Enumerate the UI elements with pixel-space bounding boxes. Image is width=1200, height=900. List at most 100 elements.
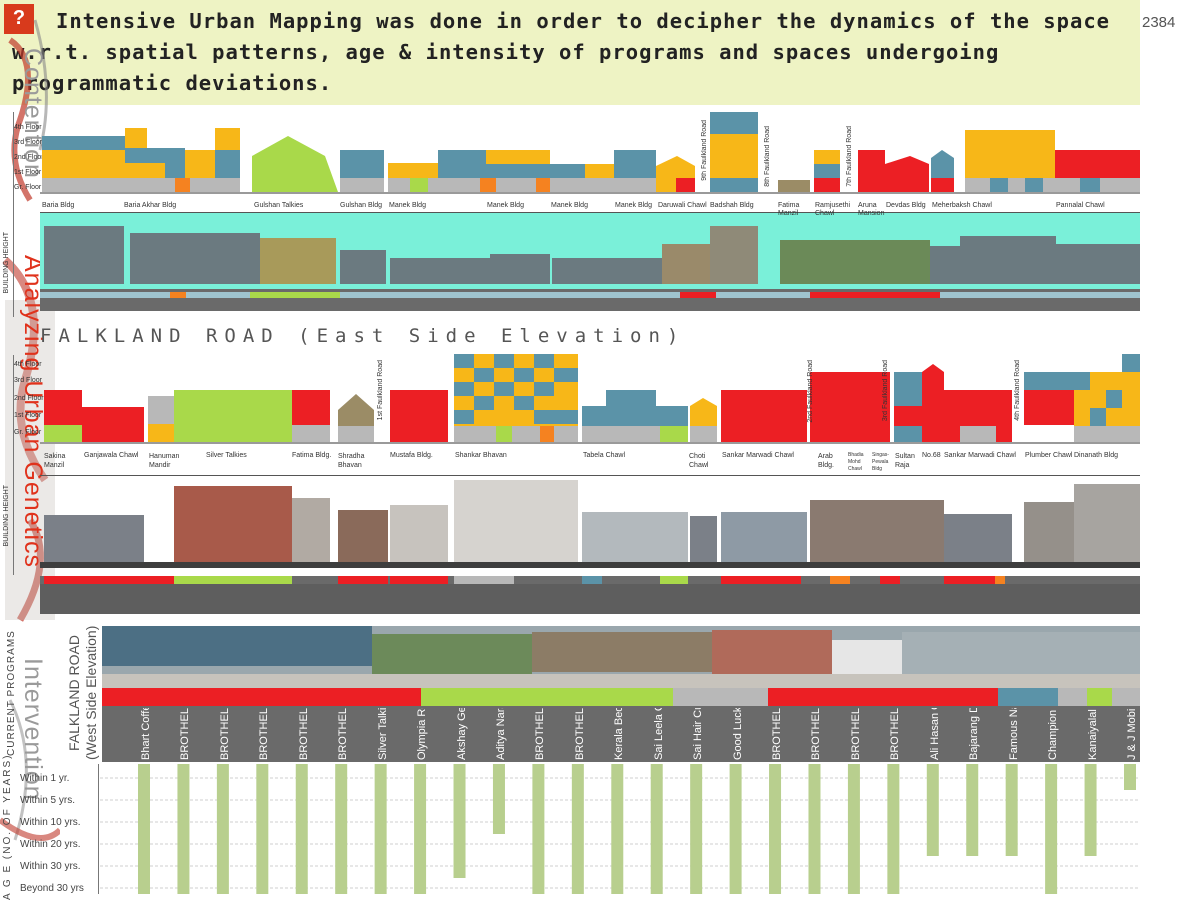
floor-label: 4th Floor [14, 124, 42, 131]
program-label: BROTHEL [337, 708, 350, 760]
age-bar [256, 764, 269, 894]
building-name: Baria Akhar Bldg [124, 202, 177, 209]
program-label: BROTHEL [297, 708, 310, 760]
program-strip-segment [768, 688, 998, 706]
building-name: Shankar Bhavan [455, 452, 507, 459]
building-name: Hanuman Mandir [149, 453, 180, 469]
program-label: BROTHEL [810, 708, 823, 760]
program-label: BROTHEL [889, 708, 902, 760]
age-bar [769, 764, 782, 894]
age-bar [650, 764, 663, 894]
program-strip-segment [420, 688, 673, 706]
age-bar [1005, 764, 1018, 856]
program-strip-segment [1058, 688, 1088, 706]
program-strip-segment [997, 688, 1058, 706]
program-label: Kanaiyalal Damodar [1086, 708, 1099, 760]
building-name: Manek Bldg [551, 202, 588, 209]
building-height-label: BUILDING HEIGHT [3, 485, 10, 547]
program-label: Aditya Narai Pan Shop [495, 708, 507, 760]
building-name: Sankar Marwadi Chawl [944, 452, 1016, 459]
age-category-label: Within 1 yr. [20, 773, 70, 784]
building-name: Choti Chawl [689, 453, 709, 469]
program-label: Bajarang Dairy Farm [968, 708, 981, 760]
program-label: Akshay General Stores [456, 708, 468, 760]
program-strip-segment [102, 688, 421, 706]
slide-number: 2384 [1142, 14, 1176, 31]
age-bar [729, 764, 742, 894]
age-bar [887, 764, 900, 894]
age-bar [295, 764, 308, 894]
road-label: 2nd Faulkland Road [807, 360, 814, 423]
program-label: Kerala Bedi Shop [613, 708, 626, 760]
program-color-strip [102, 688, 1140, 706]
age-category-label: Within 10 yrs. [20, 817, 81, 828]
top-massing-diagram [40, 112, 1140, 311]
age-chart [100, 764, 1140, 894]
age-bar [1124, 764, 1136, 790]
building-name: Manek Bldg [487, 202, 524, 209]
age-bar [808, 764, 821, 894]
age-bar [1084, 764, 1097, 856]
building-name: Arab Bldg. [818, 453, 834, 469]
building-name: Ramjusethi Chawl [815, 202, 851, 217]
program-label-band: Bhart Coffee House BROTHEL BROTHEL BROTHEL B… [102, 706, 1140, 762]
building-name: Badshah Bldg [710, 202, 754, 209]
program-label: J & J Mobile Seller [1126, 708, 1138, 760]
floor-label: Gr. Floor [14, 184, 42, 191]
building-name: Gulshan Bldg [340, 202, 383, 209]
road-label: 1st Faulkland Road [377, 360, 384, 421]
floor-label: 1st Floor [14, 412, 42, 419]
age-axis-title-box: A G E (NO. OF YEARS) [0, 753, 18, 900]
building-name: Shradha Bhavan [338, 453, 365, 469]
age-bar [177, 764, 190, 894]
floor-label: 1st Floor [14, 169, 42, 176]
age-bar [966, 764, 979, 856]
age-bar [690, 764, 703, 894]
building-height-label: BUILDING HEIGHT [3, 232, 10, 294]
current-programs-label: CURRENT PROGRAMS [6, 630, 17, 756]
program-label: Famous Nagori Dairy [1007, 708, 1020, 760]
age-labels: Within 1 yr.Within 5 yrs.Within 10 yrs.W… [18, 764, 100, 900]
current-programs-label-box: CURRENT PROGRAMS [6, 626, 20, 760]
building-name: Manek Bldg [615, 202, 652, 209]
building-name: Aruna Mansion [858, 202, 885, 217]
age-bar [926, 764, 939, 856]
help-badge[interactable]: ? [4, 4, 34, 34]
program-label: Ali Hasan Chicken Centre [929, 708, 941, 760]
west-photo-strip [102, 626, 1140, 688]
program-strip-segment [1111, 688, 1140, 706]
side-title-intervention: Intervention [19, 658, 47, 801]
age-bar [847, 764, 860, 894]
program-strip-segment [1087, 688, 1112, 706]
program-label: BROTHEL [534, 708, 547, 760]
age-bar [492, 764, 505, 834]
program-label: BROTHEL [218, 708, 231, 760]
building-name: Pannalal Chawl [1056, 202, 1105, 209]
building-name: Sultan Raja [895, 453, 915, 469]
building-name: No.68 [922, 452, 941, 459]
west-elevation-title-box: FALKLAND ROAD (West Side Elevation) [66, 624, 102, 762]
program-label: BROTHEL [849, 708, 862, 760]
age-bar [335, 764, 348, 894]
age-bar [216, 764, 229, 894]
floor-label: 3rd Floor [14, 377, 43, 384]
building-name: Dinanath Bldg [1074, 452, 1118, 459]
floor-label: 3rd Floor [14, 139, 43, 146]
program-label: Olympia Restaurant [416, 708, 429, 760]
age-axis-title: A G E (NO. OF YEARS) [2, 753, 13, 900]
building-name: Singas-Pewala Bldg [872, 452, 889, 472]
road-label: 4th Faulkland Road [1014, 360, 1021, 421]
building-name: Devdas Bldg [886, 202, 926, 209]
building-name: Mustafa Bldg. [390, 452, 433, 459]
age-bar [453, 764, 466, 878]
program-label: Bhart Coffee House [140, 708, 152, 760]
building-name: Sakina Manzil [44, 453, 66, 469]
building-name: Bhadia Mohd Chawl [848, 452, 864, 472]
building-name: Tabela Chawl [583, 452, 626, 459]
age-bar [1045, 764, 1058, 894]
building-name: Manek Bldg [389, 202, 426, 209]
building-name: Fatima Bldg. [292, 452, 332, 459]
middle-floor-axis: 4th Floor 3rd Floor 2nd Floor 1st Floor … [0, 355, 44, 575]
age-bar [611, 764, 624, 894]
age-category-label: Within 30 yrs. [20, 861, 81, 872]
